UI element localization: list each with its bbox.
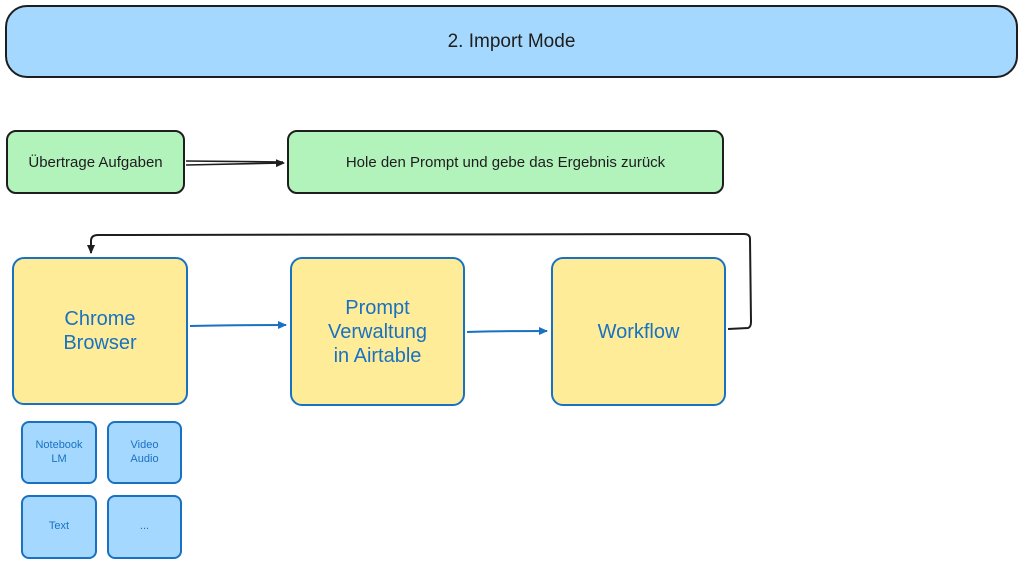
workflow-box: Workflow: [551, 257, 726, 406]
arrow-transfer-to-fetch: [185, 159, 285, 168]
chrome-browser-box: Chrome Browser: [12, 257, 188, 405]
page-title: 2. Import Mode: [5, 5, 1018, 78]
source-video-audio: Video Audio: [107, 421, 182, 484]
fetch-prompt-box: Hole den Prompt und gebe das Ergebnis zu…: [287, 130, 724, 194]
transfer-tasks-box: Übertrage Aufgaben: [6, 130, 185, 194]
source-text: Text: [21, 495, 97, 559]
arrow-prompt-to-workflow: [466, 327, 548, 336]
source-notebook-lm: Notebook LM: [21, 421, 97, 484]
prompt-management-box: Prompt Verwaltung in Airtable: [290, 257, 465, 406]
source-more: ...: [107, 495, 182, 559]
arrow-chrome-to-prompt: [189, 321, 287, 330]
